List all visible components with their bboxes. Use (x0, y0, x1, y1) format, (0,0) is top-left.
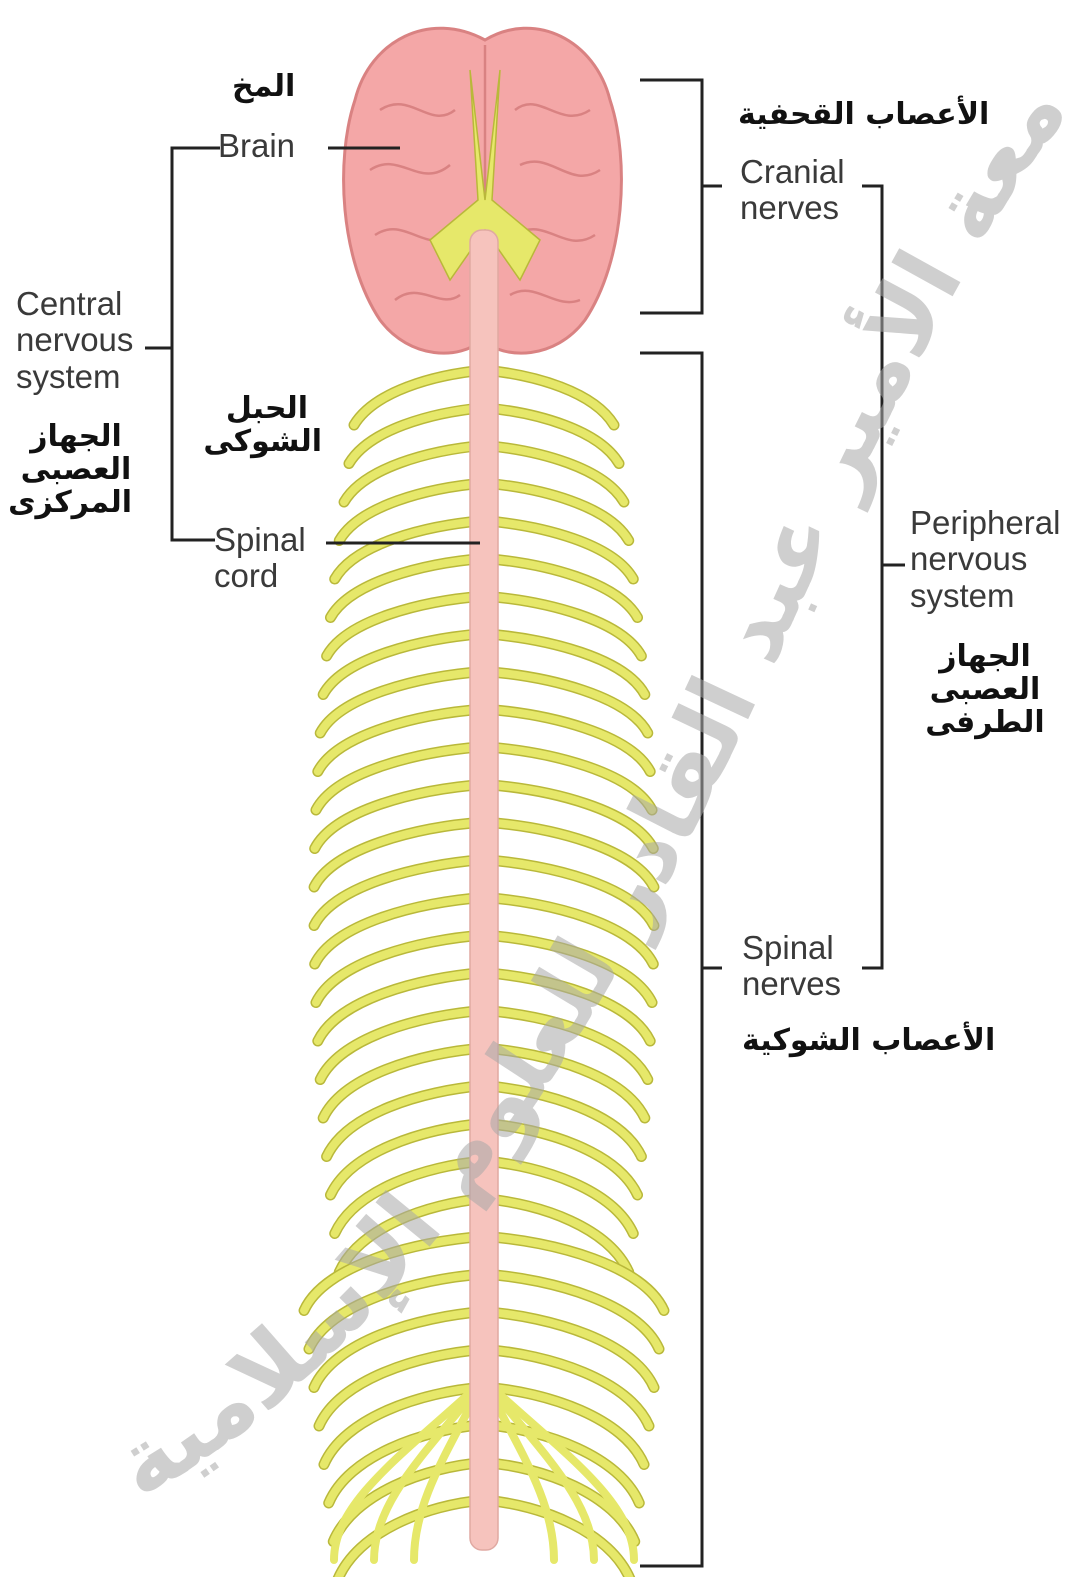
spinal-cord-label: Spinal cord (214, 522, 306, 595)
brain-label: Brain (218, 128, 295, 164)
bracket-line-8 (862, 186, 882, 968)
spinal-nerves-label: Spinal nerves (742, 930, 841, 1003)
cns-label: Central nervous system (16, 286, 133, 395)
pns-label-arabic: الجهاز العصبى الطرفى (925, 640, 1045, 739)
pns-label: Peripheral nervous system (910, 505, 1060, 614)
spinal-cord-drawing (470, 230, 498, 1550)
cranial-nerves-label-arabic: الأعصاب القحفية (738, 98, 989, 131)
cranial-nerves-label: Cranial nerves (740, 154, 845, 227)
bracket-line-4 (640, 80, 702, 313)
spinal-cord-label-arabic: الحبل الشوكى (212, 392, 322, 458)
brain-label-arabic: المخ (232, 70, 295, 103)
cns-label-arabic: الجهاز العصبى المركزى (20, 420, 132, 519)
spinal-nerves-label-arabic: الأعصاب الشوكية (742, 1024, 995, 1057)
bracket-line-0 (172, 148, 220, 540)
